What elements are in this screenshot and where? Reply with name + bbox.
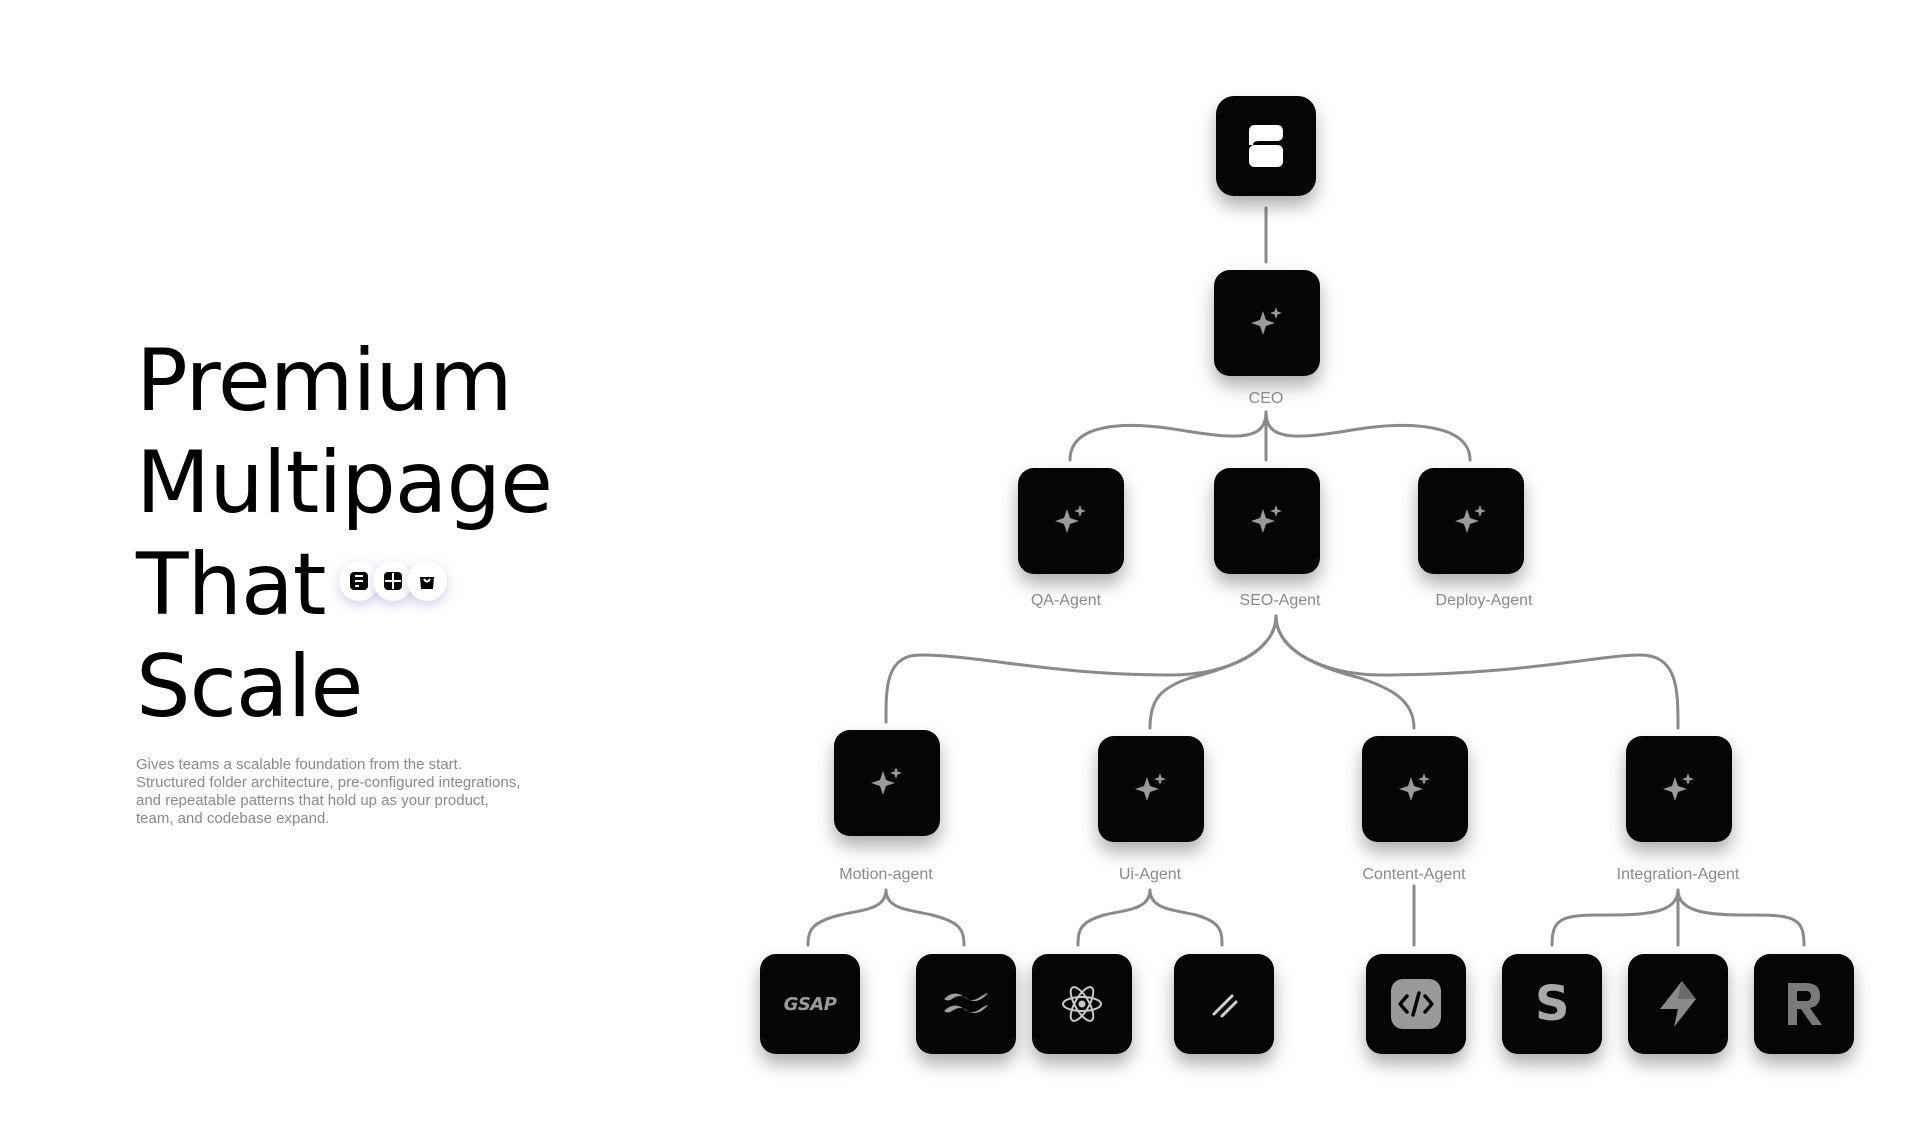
motion-agent-label: Motion-agent — [839, 866, 933, 883]
ceo-label: CEO — [1248, 390, 1284, 407]
sparkle-icon — [1663, 773, 1694, 801]
seo-agent-label: SEO-Agent — [1239, 592, 1321, 609]
deploy-agent-label: Deploy-Agent — [1435, 592, 1533, 609]
connector-seo-motion — [884, 614, 1278, 724]
sparkle-icon — [1455, 505, 1486, 533]
supabase-icon — [1660, 981, 1696, 1027]
hero-title-line: That — [136, 534, 656, 636]
connector-integration-resend — [1676, 888, 1806, 947]
connector-ceo-deploy — [1264, 410, 1472, 462]
hero-title-line: Premium — [136, 331, 513, 431]
code-icon — [1391, 979, 1441, 1029]
sparkle-icon — [1055, 505, 1086, 533]
tailwind-icon — [944, 993, 988, 1013]
content-agent-node[interactable] — [1362, 736, 1468, 842]
react-icon — [1062, 986, 1102, 1022]
gsap-icon: GSAP — [783, 993, 837, 1015]
content-agent-label: Content-Agent — [1362, 866, 1466, 883]
connector-ui-react — [1076, 888, 1152, 947]
hero-title-line: Scale — [136, 637, 363, 737]
gsap-tool-node[interactable]: GSAP — [760, 954, 860, 1054]
tailwind-tool-node[interactable] — [916, 954, 1016, 1054]
sparkle-icon — [871, 767, 902, 795]
supabase-tool-node[interactable] — [1628, 954, 1728, 1054]
ceo-agent-node[interactable] — [1214, 270, 1320, 376]
connector-seo-integration — [1274, 614, 1680, 730]
connector-ui-shadcn — [1148, 888, 1224, 947]
stripe-icon: S — [1534, 976, 1570, 1032]
layout-icon — [339, 560, 380, 601]
sparkle-icon — [1251, 307, 1282, 335]
resend-icon — [1788, 983, 1822, 1025]
connector-motion-gsap — [806, 888, 888, 947]
resend-tool-node[interactable] — [1754, 954, 1854, 1054]
qa-agent-node[interactable] — [1018, 468, 1124, 574]
integration-agent-node[interactable] — [1626, 736, 1732, 842]
brand-logo-icon — [1249, 125, 1283, 167]
ui-agent-node[interactable] — [1098, 736, 1204, 842]
seo-agent-node[interactable] — [1214, 468, 1320, 574]
brand-logo-node[interactable] — [1216, 96, 1316, 196]
integration-agent-label: Integration-Agent — [1616, 866, 1740, 883]
connector-ceo-qa — [1068, 410, 1268, 462]
sparkle-icon — [1399, 773, 1430, 801]
hero-title-line: Multipage — [136, 433, 553, 533]
shadcn-tool-node[interactable] — [1174, 954, 1274, 1054]
shadcn-icon — [1212, 994, 1238, 1018]
icon-pill-group — [339, 560, 448, 601]
ui-agent-label: Ui-Agent — [1118, 866, 1182, 883]
hero-title: Premium Multipage That Scale — [136, 330, 656, 738]
motion-agent-node[interactable] — [834, 730, 940, 836]
hero-section: Premium Multipage That Scale Gives teams… — [136, 330, 656, 828]
code-tool-node[interactable] — [1366, 954, 1466, 1054]
sparkle-icon — [1251, 505, 1282, 533]
connector-motion-tailwind — [884, 888, 966, 947]
deploy-agent-node[interactable] — [1418, 468, 1524, 574]
hero-description: Gives teams a scalable foundation from t… — [136, 756, 521, 827]
react-tool-node[interactable] — [1032, 954, 1132, 1054]
connector-seo-ui — [1148, 614, 1278, 730]
qa-agent-label: QA-Agent — [1030, 592, 1102, 609]
connector-integration-stripe — [1550, 888, 1680, 947]
sparkle-icon — [1135, 773, 1166, 801]
stripe-tool-node[interactable]: S — [1502, 954, 1602, 1054]
connector-seo-content — [1274, 614, 1416, 730]
bag-icon — [407, 560, 448, 601]
grid-icon — [373, 560, 414, 601]
